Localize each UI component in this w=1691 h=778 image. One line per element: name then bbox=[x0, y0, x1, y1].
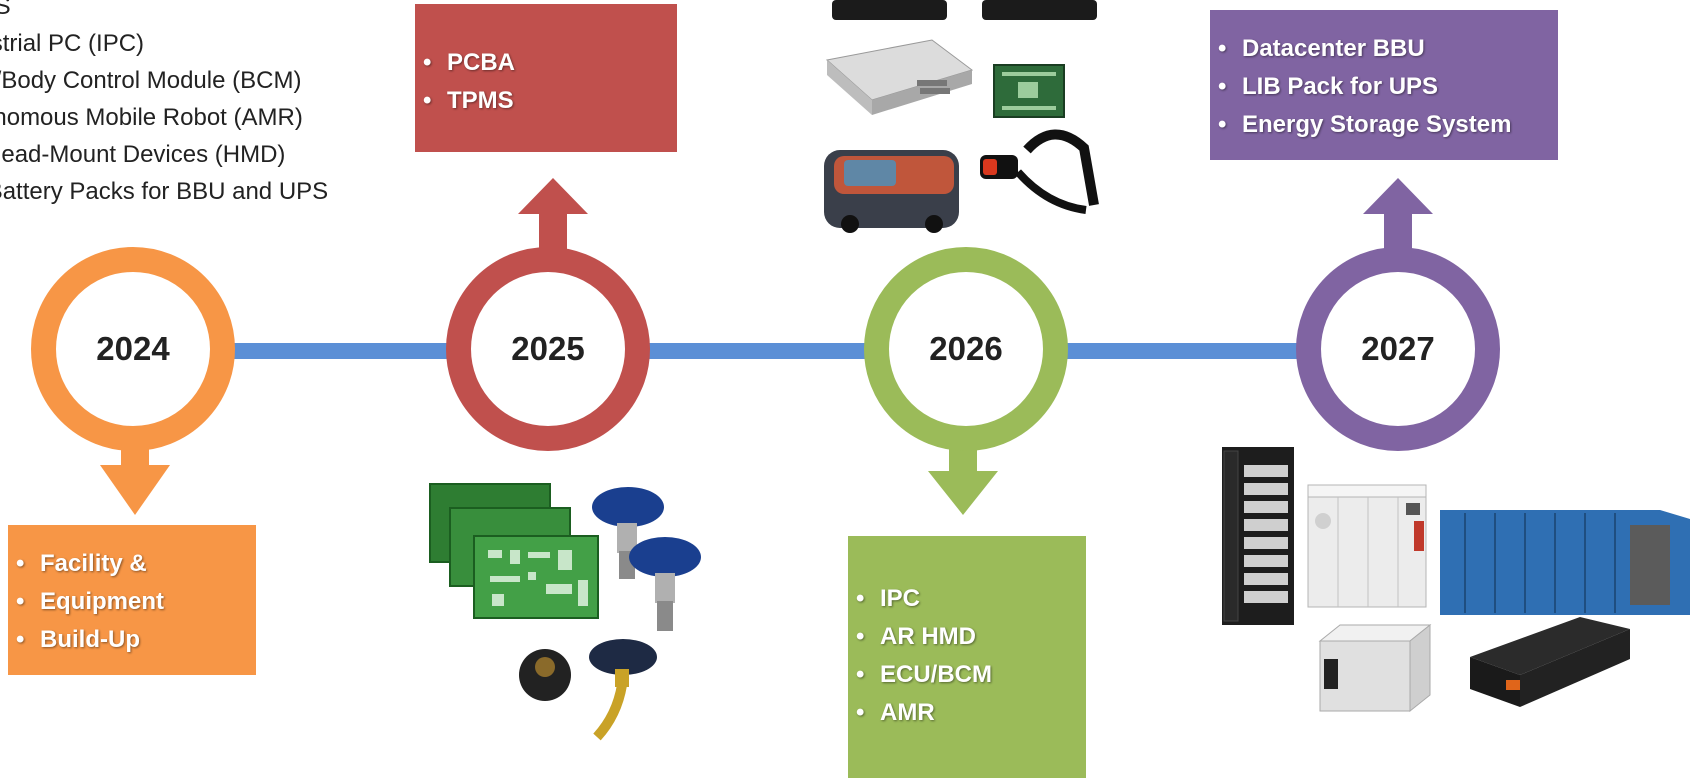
pcb-board-image bbox=[429, 483, 599, 619]
milestone-item: Datacenter BBU bbox=[1210, 30, 1558, 68]
milestone-item: AMR bbox=[848, 694, 1086, 732]
milestone-item: LIB Pack for UPS bbox=[1210, 68, 1558, 106]
product-list-item: TPMS bbox=[0, 0, 11, 20]
product-list-item: AR Head-Mount Devices (HMD) bbox=[0, 141, 286, 168]
milestone-item: ECU/BCM bbox=[848, 656, 1086, 694]
tpms-sensor-image bbox=[519, 487, 701, 741]
product-list: TPMS Industrial PC (IPC) ECU/Body Contro… bbox=[0, 0, 328, 210]
product-list-item: ECU/Body Control Module (BCM) bbox=[0, 67, 302, 94]
year-label: 2027 bbox=[1361, 330, 1435, 367]
milestone-item: Energy Storage System bbox=[1210, 106, 1558, 144]
milestone-item: AR HMD bbox=[848, 618, 1086, 656]
milestone-item: Equipment bbox=[8, 583, 256, 621]
year-circle-2025: 2025 bbox=[446, 247, 650, 451]
milestone-item: TPMS bbox=[415, 82, 677, 120]
timeline-bar bbox=[150, 343, 1350, 359]
year-circle-2026: 2026 bbox=[864, 247, 1068, 451]
year-circle-2027: 2027 bbox=[1296, 247, 1500, 451]
devices-2026-image bbox=[824, 0, 1099, 233]
milestone-box-2024: Facility & Equipment Build-Up bbox=[8, 525, 256, 675]
milestone-box-2026: IPC AR HMD ECU/BCM AMR bbox=[848, 536, 1086, 778]
year-label: 2024 bbox=[96, 330, 170, 367]
arrow-up-2027 bbox=[1363, 178, 1433, 258]
year-label: 2025 bbox=[511, 330, 585, 367]
year-label: 2026 bbox=[929, 330, 1003, 367]
milestone-box-2025: PCBA TPMS bbox=[415, 4, 677, 152]
product-list-item: Autonomous Mobile Robot (AMR) bbox=[0, 104, 303, 131]
batteries-2027-image bbox=[1222, 447, 1690, 713]
milestone-item: Build-Up bbox=[8, 621, 256, 659]
year-circle-2024: 2024 bbox=[31, 247, 235, 451]
milestone-box-2027: Datacenter BBU LIB Pack for UPS Energy S… bbox=[1210, 10, 1558, 160]
product-list-item: LIB Battery Packs for BBU and UPS bbox=[0, 178, 329, 205]
milestone-item: PCBA bbox=[415, 44, 677, 82]
milestone-item: Facility & bbox=[8, 545, 256, 583]
arrow-up-2025 bbox=[518, 178, 588, 258]
milestone-item: IPC bbox=[848, 580, 1086, 618]
product-list-item: Industrial PC (IPC) bbox=[0, 30, 145, 57]
